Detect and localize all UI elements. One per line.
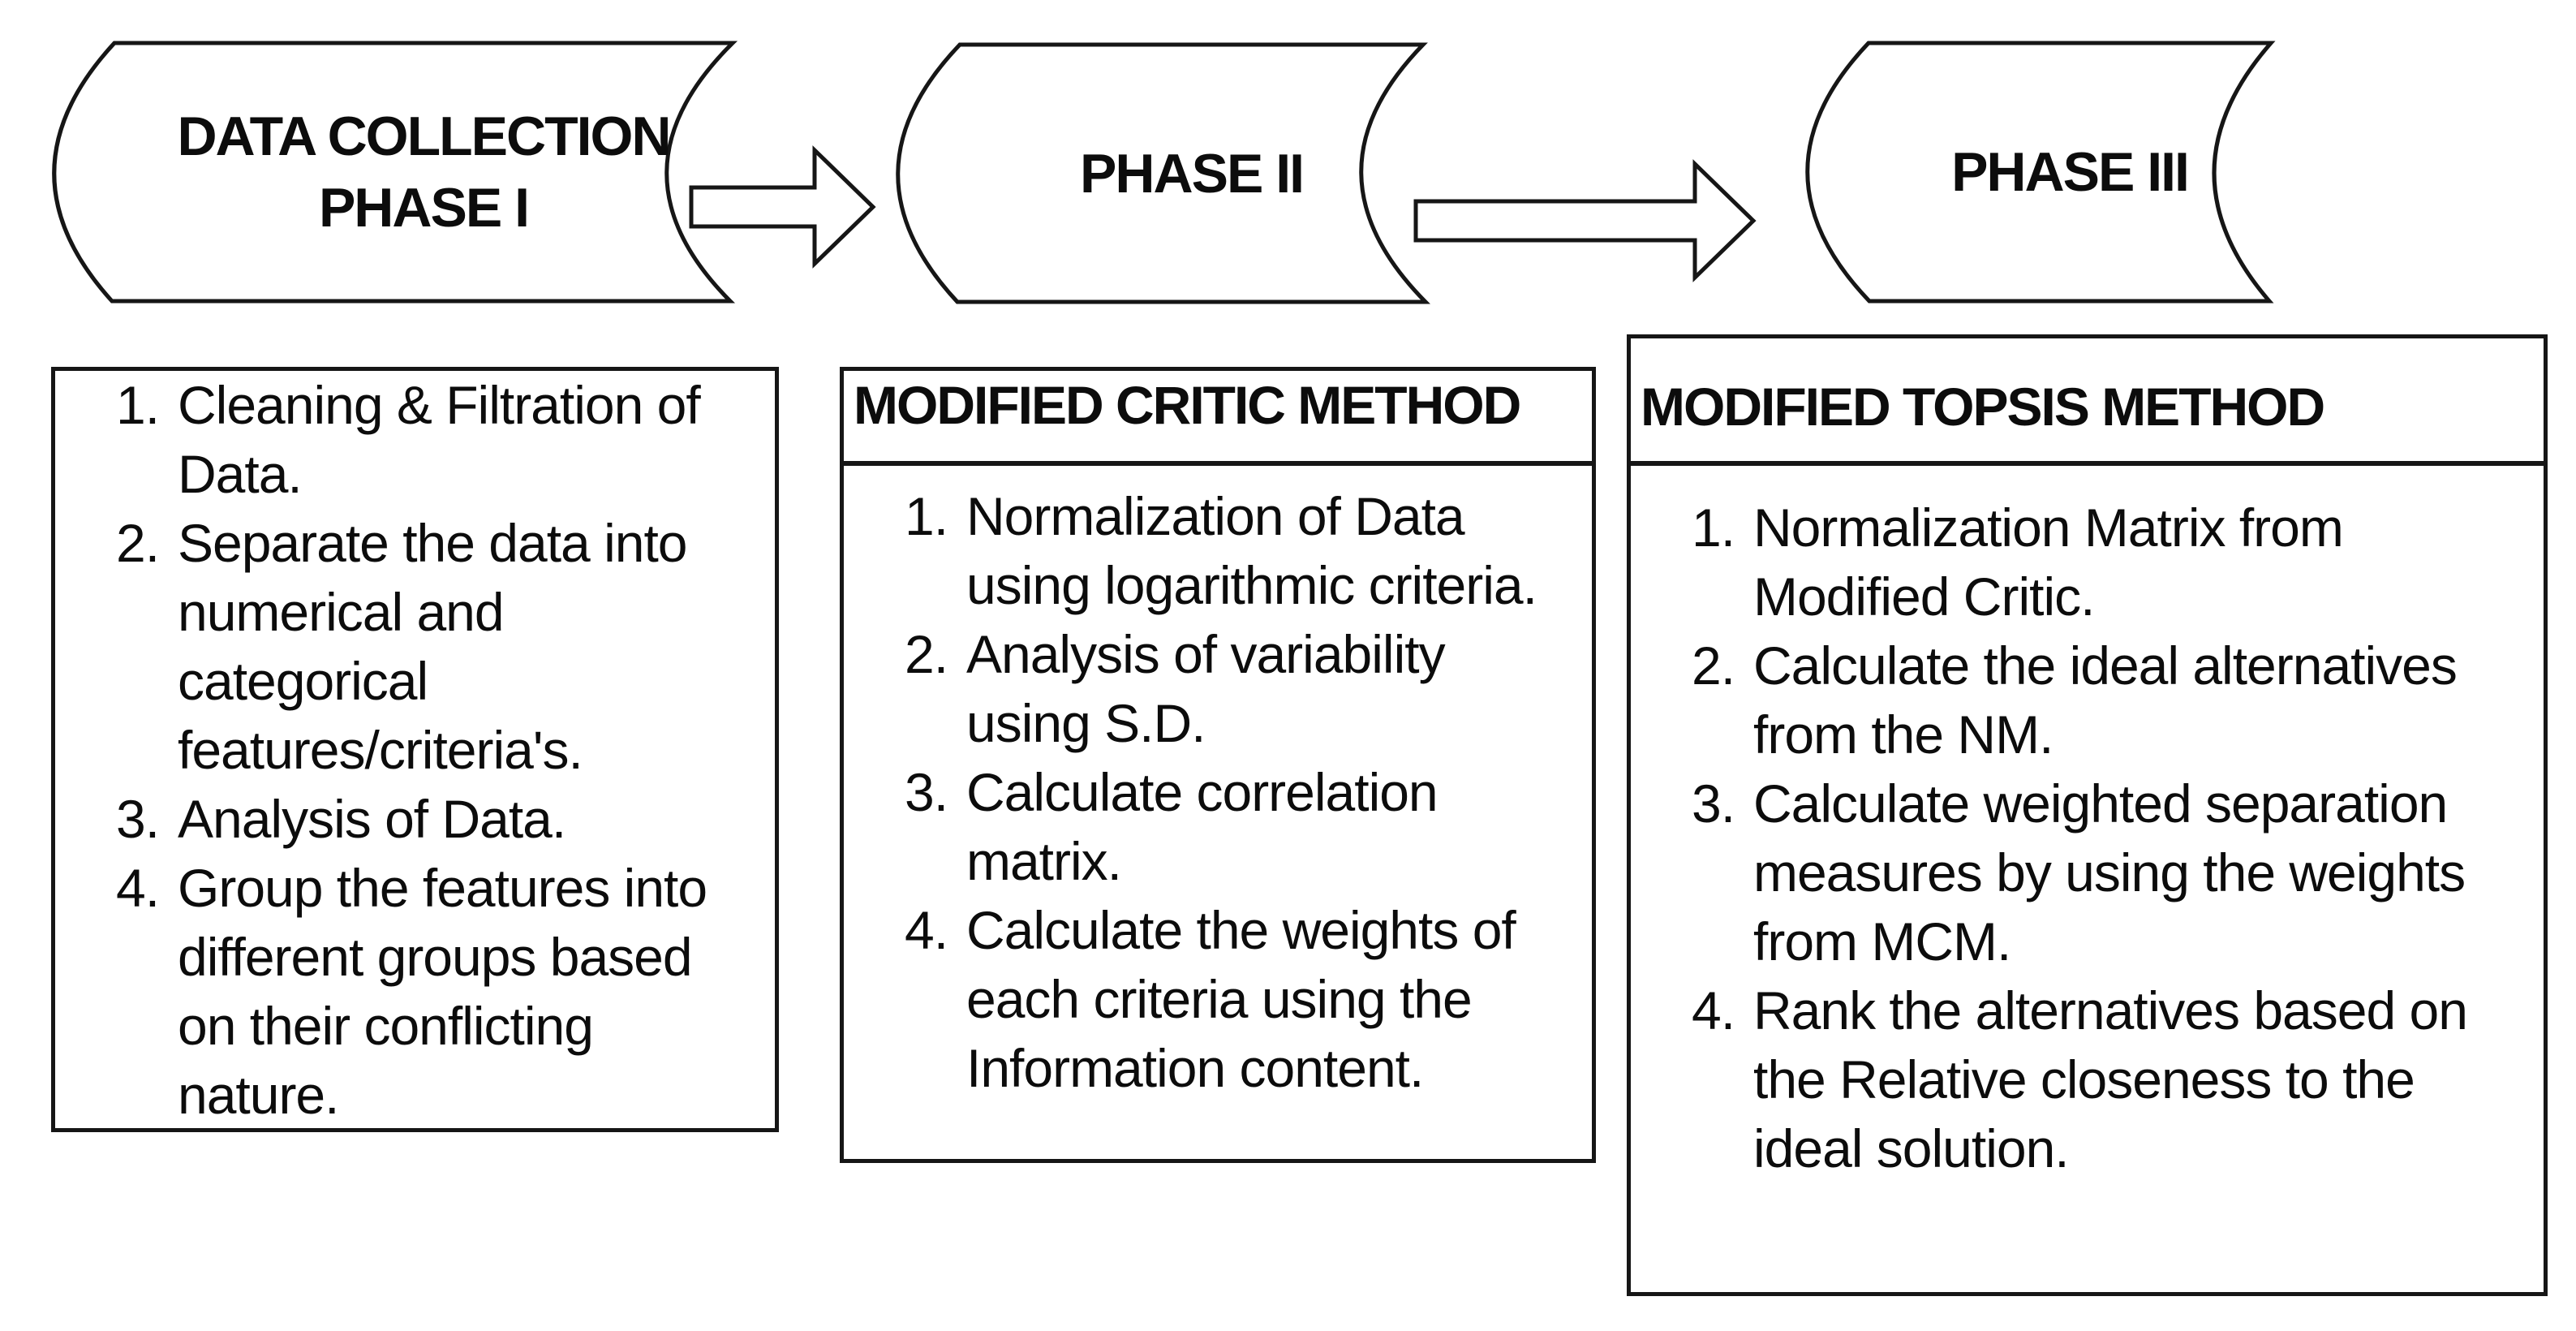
list-item-number: 3. xyxy=(1692,773,1735,833)
list-item-text: Normalization Matrix from Modified Criti… xyxy=(1753,498,2344,627)
list-item-text: Calculate weighted separation measures b… xyxy=(1753,773,2466,971)
arrow-right-icon xyxy=(689,145,876,269)
list-item: 3. Calculate weighted separation measure… xyxy=(1692,769,2544,976)
list-item: 1. Cleaning & Filtration of Data. xyxy=(116,371,775,509)
list-item-number: 1. xyxy=(116,375,160,435)
phase1-banner-label: DATA COLLECTION PHASE I xyxy=(177,106,671,239)
list-item-text: Analysis of Data. xyxy=(178,789,566,849)
list-item-number: 3. xyxy=(116,789,160,849)
list-item-text: Calculate correlation matrix. xyxy=(966,762,1439,891)
list-item-number: 2. xyxy=(1692,635,1735,696)
list-item-text: Calculate the ideal alternatives from th… xyxy=(1753,635,2458,765)
modified-critic-method-box: MODIFIED CRITIC METHOD 1. Normalization … xyxy=(840,367,1596,1163)
list-item-text: Cleaning & Filtration of Data. xyxy=(178,375,701,504)
list-item-text: Normalization of Data using logarithmic … xyxy=(966,486,1537,615)
list-item-number: 3. xyxy=(905,762,948,822)
list-item-text: Separate the data into numerical and cat… xyxy=(178,513,687,780)
list-item-number: 2. xyxy=(905,624,948,684)
list-item-number: 1. xyxy=(1692,498,1735,558)
phase1-steps-box: 1. Cleaning & Filtration of Data. 2. Sep… xyxy=(51,367,779,1132)
list-item: 2. Separate the data into numerical and … xyxy=(116,509,775,785)
list-item-text: Rank the alternatives based on the Relat… xyxy=(1753,980,2468,1178)
list-item: 3. Calculate correlation matrix. xyxy=(905,758,1592,896)
phase1-banner-shape xyxy=(52,41,738,304)
list-item-number: 4. xyxy=(905,900,948,960)
modified-critic-steps-list: 1. Normalization of Data using logarithm… xyxy=(844,466,1592,1103)
box-title: MODIFIED CRITIC METHOD xyxy=(844,371,1592,466)
list-item: 1. Normalization Matrix from Modified Cr… xyxy=(1692,493,2544,631)
list-item: 1. Normalization of Data using logarithm… xyxy=(905,482,1592,620)
list-item: 4. Group the features into different gro… xyxy=(116,854,775,1130)
modified-topsis-method-box: MODIFIED TOPSIS METHOD 1. Normalization … xyxy=(1627,334,2548,1296)
phase3-banner-shape xyxy=(1805,41,2276,304)
list-item: 3. Analysis of Data. xyxy=(116,785,775,854)
list-item-number: 4. xyxy=(116,858,160,918)
phase1-steps-list: 1. Cleaning & Filtration of Data. 2. Sep… xyxy=(55,371,775,1130)
list-item: 2. Analysis of variability using S.D. xyxy=(905,620,1592,758)
list-item-text: Group the features into different groups… xyxy=(178,858,707,1125)
list-item-text: Calculate the weights of each criteria u… xyxy=(966,900,1516,1098)
list-item-number: 1. xyxy=(905,486,948,546)
phase3-banner-label: PHASE III xyxy=(1951,141,2190,203)
phase2-banner-shape xyxy=(896,42,1430,304)
list-item-number: 2. xyxy=(116,513,160,573)
modified-topsis-steps-list: 1. Normalization Matrix from Modified Cr… xyxy=(1631,466,2544,1183)
list-item: 4. Rank the alternatives based on the Re… xyxy=(1692,976,2544,1183)
list-item-text: Analysis of variability using S.D. xyxy=(966,624,1446,753)
list-item: 4. Calculate the weights of each criteri… xyxy=(905,896,1592,1103)
phase2-banner-label: PHASE II xyxy=(1080,142,1305,205)
list-item: 2. Calculate the ideal alternatives from… xyxy=(1692,631,2544,769)
arrow-right-icon xyxy=(1413,159,1757,282)
list-item-number: 4. xyxy=(1692,980,1735,1040)
box-title: MODIFIED TOPSIS METHOD xyxy=(1631,338,2544,466)
